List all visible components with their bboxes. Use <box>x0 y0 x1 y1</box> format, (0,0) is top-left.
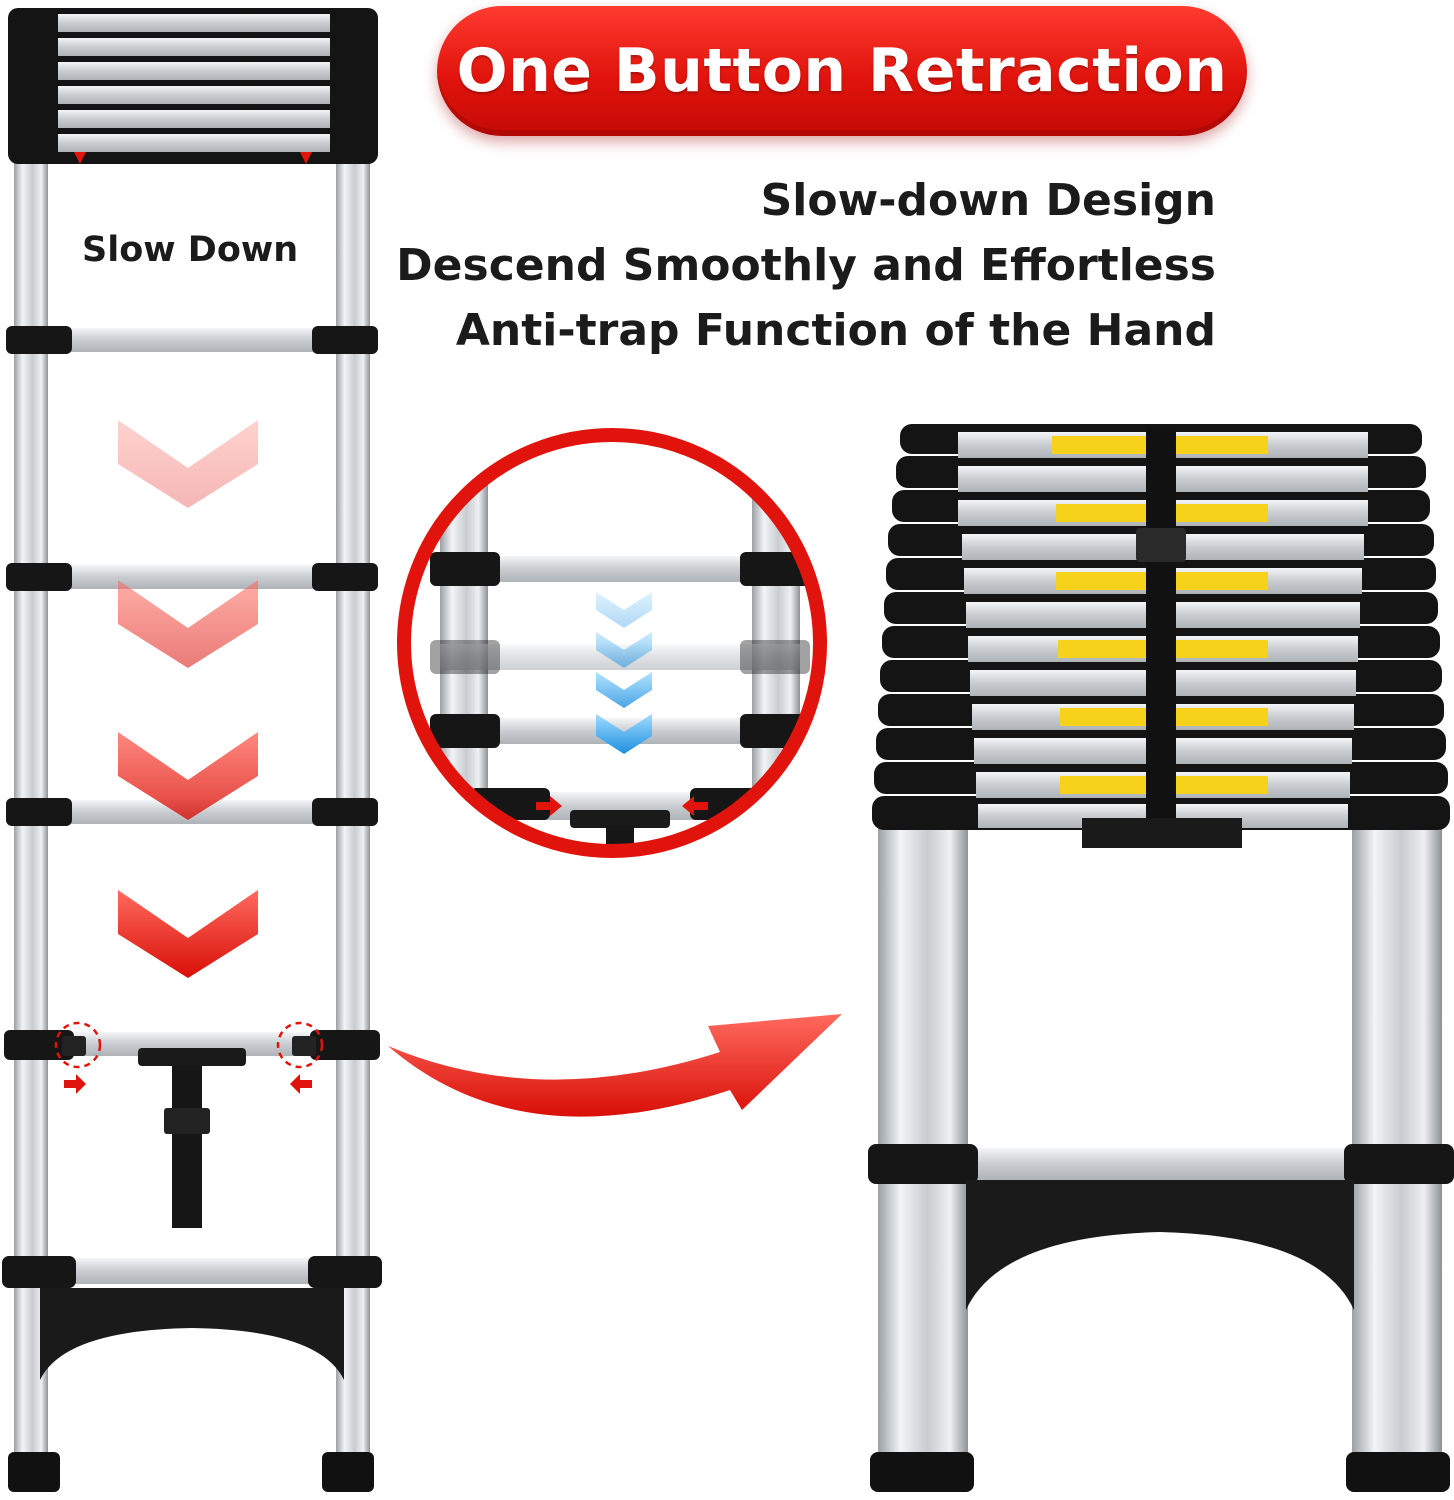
chevron-down-icon <box>118 580 258 668</box>
chevron-down-icon <box>596 632 652 668</box>
rung-2 <box>6 563 378 591</box>
rung-5 <box>2 1256 382 1288</box>
curved-arrow-icon <box>388 1014 842 1117</box>
rung-4-button <box>4 1021 380 1228</box>
bottom-rung <box>868 1144 1454 1184</box>
chevron-down-icon <box>596 592 652 628</box>
feature-line-3: Anti-trap Function of the Hand <box>455 305 1216 356</box>
top-stack <box>8 8 378 164</box>
feature-line-1: Slow-down Design <box>760 175 1216 226</box>
chevron-down-icon <box>596 672 652 708</box>
banner-title: One Button Retraction <box>456 36 1228 106</box>
foot-left <box>870 1452 974 1492</box>
base-stabilizer <box>40 1288 344 1380</box>
rung-1 <box>6 326 378 354</box>
extended-ladder <box>2 8 382 1492</box>
base-stabilizer <box>966 1180 1354 1310</box>
foot-left <box>8 1452 60 1492</box>
chevron-down-icon <box>596 714 652 754</box>
chevron-down-icon <box>118 890 258 978</box>
foot-right <box>1346 1452 1450 1492</box>
slow-down-label: Slow Down <box>82 230 299 270</box>
feature-line-2: Descend Smoothly and Effortless <box>396 240 1216 291</box>
zoom-inset <box>397 428 827 858</box>
arrow-right-icon <box>64 1074 86 1094</box>
arrow-left-icon <box>290 1074 312 1094</box>
chevron-down-icon <box>118 420 258 508</box>
retracted-stack <box>872 424 1450 848</box>
chevron-down-icon <box>118 732 258 820</box>
title-banner: One Button Retraction <box>437 6 1247 136</box>
foot-right <box>322 1452 374 1492</box>
retracted-ladder <box>868 424 1454 1492</box>
